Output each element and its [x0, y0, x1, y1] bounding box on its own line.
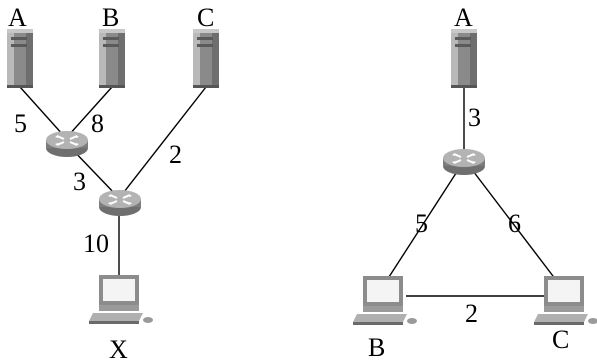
- link-r-c: [469, 166, 557, 281]
- server-icon-a: [7, 29, 33, 88]
- weight-r-b: 5: [415, 209, 428, 238]
- link-c-r2: [123, 86, 207, 193]
- weight-b-r1: 8: [91, 109, 104, 138]
- node-label-c-right: C: [552, 325, 569, 354]
- workstation-icon-x: [89, 275, 153, 324]
- workstation-icon-b: [353, 276, 417, 325]
- workstation-icon-c: [534, 276, 597, 325]
- server-icon-c: [193, 29, 219, 88]
- weight-b-c: 2: [465, 299, 478, 328]
- link-r-b: [386, 166, 461, 281]
- weight-r-c: 6: [508, 209, 521, 238]
- right-topology: A B C 3 5 6 2: [353, 3, 597, 360]
- node-label-a: A: [8, 3, 27, 32]
- router-icon-right: [442, 148, 486, 176]
- weight-r2-x: 10: [83, 229, 109, 258]
- node-label-b: B: [102, 3, 119, 32]
- link-a-r1: [19, 86, 65, 137]
- weight-a-r: 3: [468, 103, 481, 132]
- server-icon-a-right: [451, 29, 477, 88]
- node-label-a-right: A: [454, 3, 473, 32]
- router-icon-2: [98, 189, 142, 217]
- router-icon-1: [45, 130, 89, 158]
- node-label-x: X: [109, 335, 128, 360]
- left-topology: A B C X 5 8 3 2 10: [7, 3, 219, 360]
- weight-a-r1: 5: [14, 109, 27, 138]
- weight-c-r2: 2: [169, 140, 182, 169]
- link-b-r1: [67, 86, 113, 137]
- server-icon-b: [99, 29, 125, 88]
- node-label-b-right: B: [368, 333, 385, 360]
- weight-r1-r2: 3: [73, 167, 86, 196]
- node-label-c: C: [197, 3, 214, 32]
